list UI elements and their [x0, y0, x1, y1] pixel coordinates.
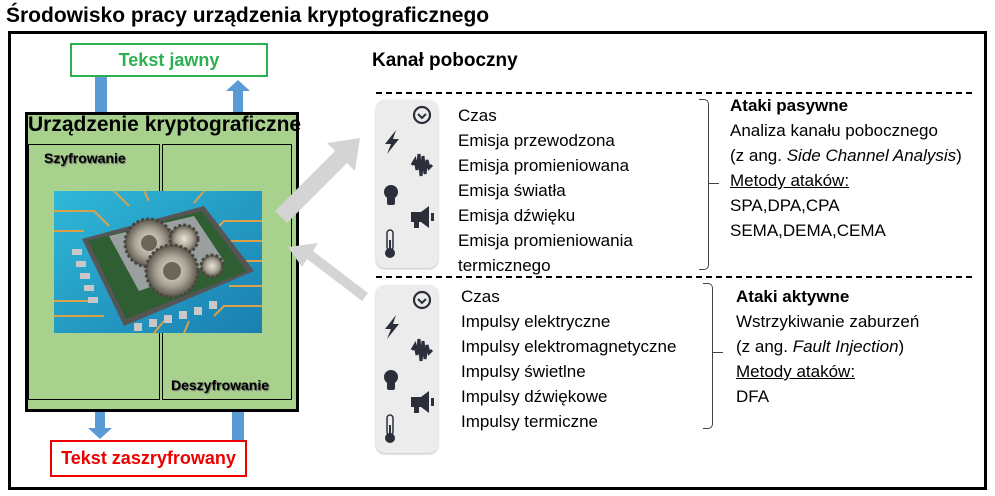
list-item: Emisja dźwięku [458, 206, 576, 225]
passive-attacks-english: (z ang. Side Channel Analysis) [730, 146, 962, 165]
lightbulb-icon [384, 370, 398, 390]
list-item: Impulsy dźwiękowe [461, 387, 608, 406]
passive-brace-tick [709, 183, 719, 184]
thermometer-icon [385, 229, 395, 258]
passive-attacks-block: Ataki pasywne Analiza kanału pobocznego … [730, 93, 962, 243]
passive-methods-label: Metody ataków: [730, 171, 850, 190]
active-attacks-block: Ataki aktywne Wstrzykiwanie zaburzeń (z … [736, 284, 919, 409]
passive-attacks-description: Analiza kanału pobocznego [730, 121, 938, 140]
active-methods-label: Metody ataków: [736, 362, 856, 381]
noise-wave-icon [410, 153, 434, 177]
environment-frame [8, 31, 987, 490]
list-item: Impulsy świetlne [461, 362, 586, 381]
clock-icon [412, 105, 432, 125]
passive-method: SPA,DPA,CPA [730, 196, 840, 215]
thermometer-icon [385, 414, 395, 443]
active-attacks-description: Wstrzykiwanie zaburzeń [736, 312, 920, 331]
lightning-icon [385, 130, 399, 154]
clock-icon [412, 290, 432, 310]
list-item: Emisja światła [458, 181, 566, 200]
active-brace [703, 283, 713, 429]
list-item: Impulsy elektryczne [461, 312, 611, 331]
passive-method: SEMA,DEMA,CEMA [730, 221, 886, 240]
encryption-label: Szyfrowanie [44, 150, 126, 166]
lightbulb-icon [384, 185, 398, 205]
arrow-to-side-channel [275, 138, 365, 233]
noise-wave-icon [410, 338, 434, 362]
arrow-down-left [88, 411, 112, 444]
passive-attacks-heading: Ataki pasywne [730, 96, 849, 115]
list-item: Impulsy elektromagnetyczne [461, 337, 677, 356]
active-impulse-list: Czas Impulsy elektryczne Impulsy elektro… [461, 284, 676, 434]
divider-middle [376, 276, 972, 278]
active-attacks-heading: Ataki aktywne [736, 287, 850, 306]
active-method: DFA [736, 387, 770, 406]
megaphone-icon [411, 206, 434, 228]
arrow-shaft-down-right [232, 411, 244, 441]
active-brace-tick [713, 352, 723, 353]
arrow-from-side-channel [288, 243, 378, 318]
list-item: Emisja przewodzona [458, 131, 615, 150]
list-item: Czas [458, 106, 497, 125]
diagram-title: Środowisko pracy urządzenia kryptografic… [6, 4, 490, 27]
chip-gears-image [54, 190, 262, 334]
arrow-up-right [226, 80, 250, 119]
list-item: Impulsy termiczne [461, 412, 598, 431]
megaphone-icon [411, 391, 434, 413]
arrow-up-shaft-left [95, 77, 107, 113]
lightning-icon [385, 315, 399, 339]
crypto-device-title: Urządzenie kryptograficzne [28, 113, 302, 136]
passive-brace [699, 99, 709, 270]
divider-top [376, 92, 972, 94]
list-item: termicznego [458, 256, 551, 275]
plaintext-box: Tekst jawny [70, 43, 268, 77]
side-channel-title: Kanał poboczny [372, 50, 518, 71]
ciphertext-box: Tekst zaszryfrowany [50, 440, 247, 477]
list-item: Emisja promieniowana [458, 156, 630, 175]
decryption-label: Deszyfrowanie [171, 377, 270, 393]
passive-emission-list: Czas Emisja przewodzona Emisja promienio… [458, 103, 633, 278]
active-icons [376, 285, 438, 458]
list-item: Emisja promieniowania [458, 231, 633, 250]
list-item: Czas [461, 287, 500, 306]
active-attacks-english: (z ang. Fault Injection) [736, 337, 905, 356]
passive-icons [376, 100, 438, 273]
